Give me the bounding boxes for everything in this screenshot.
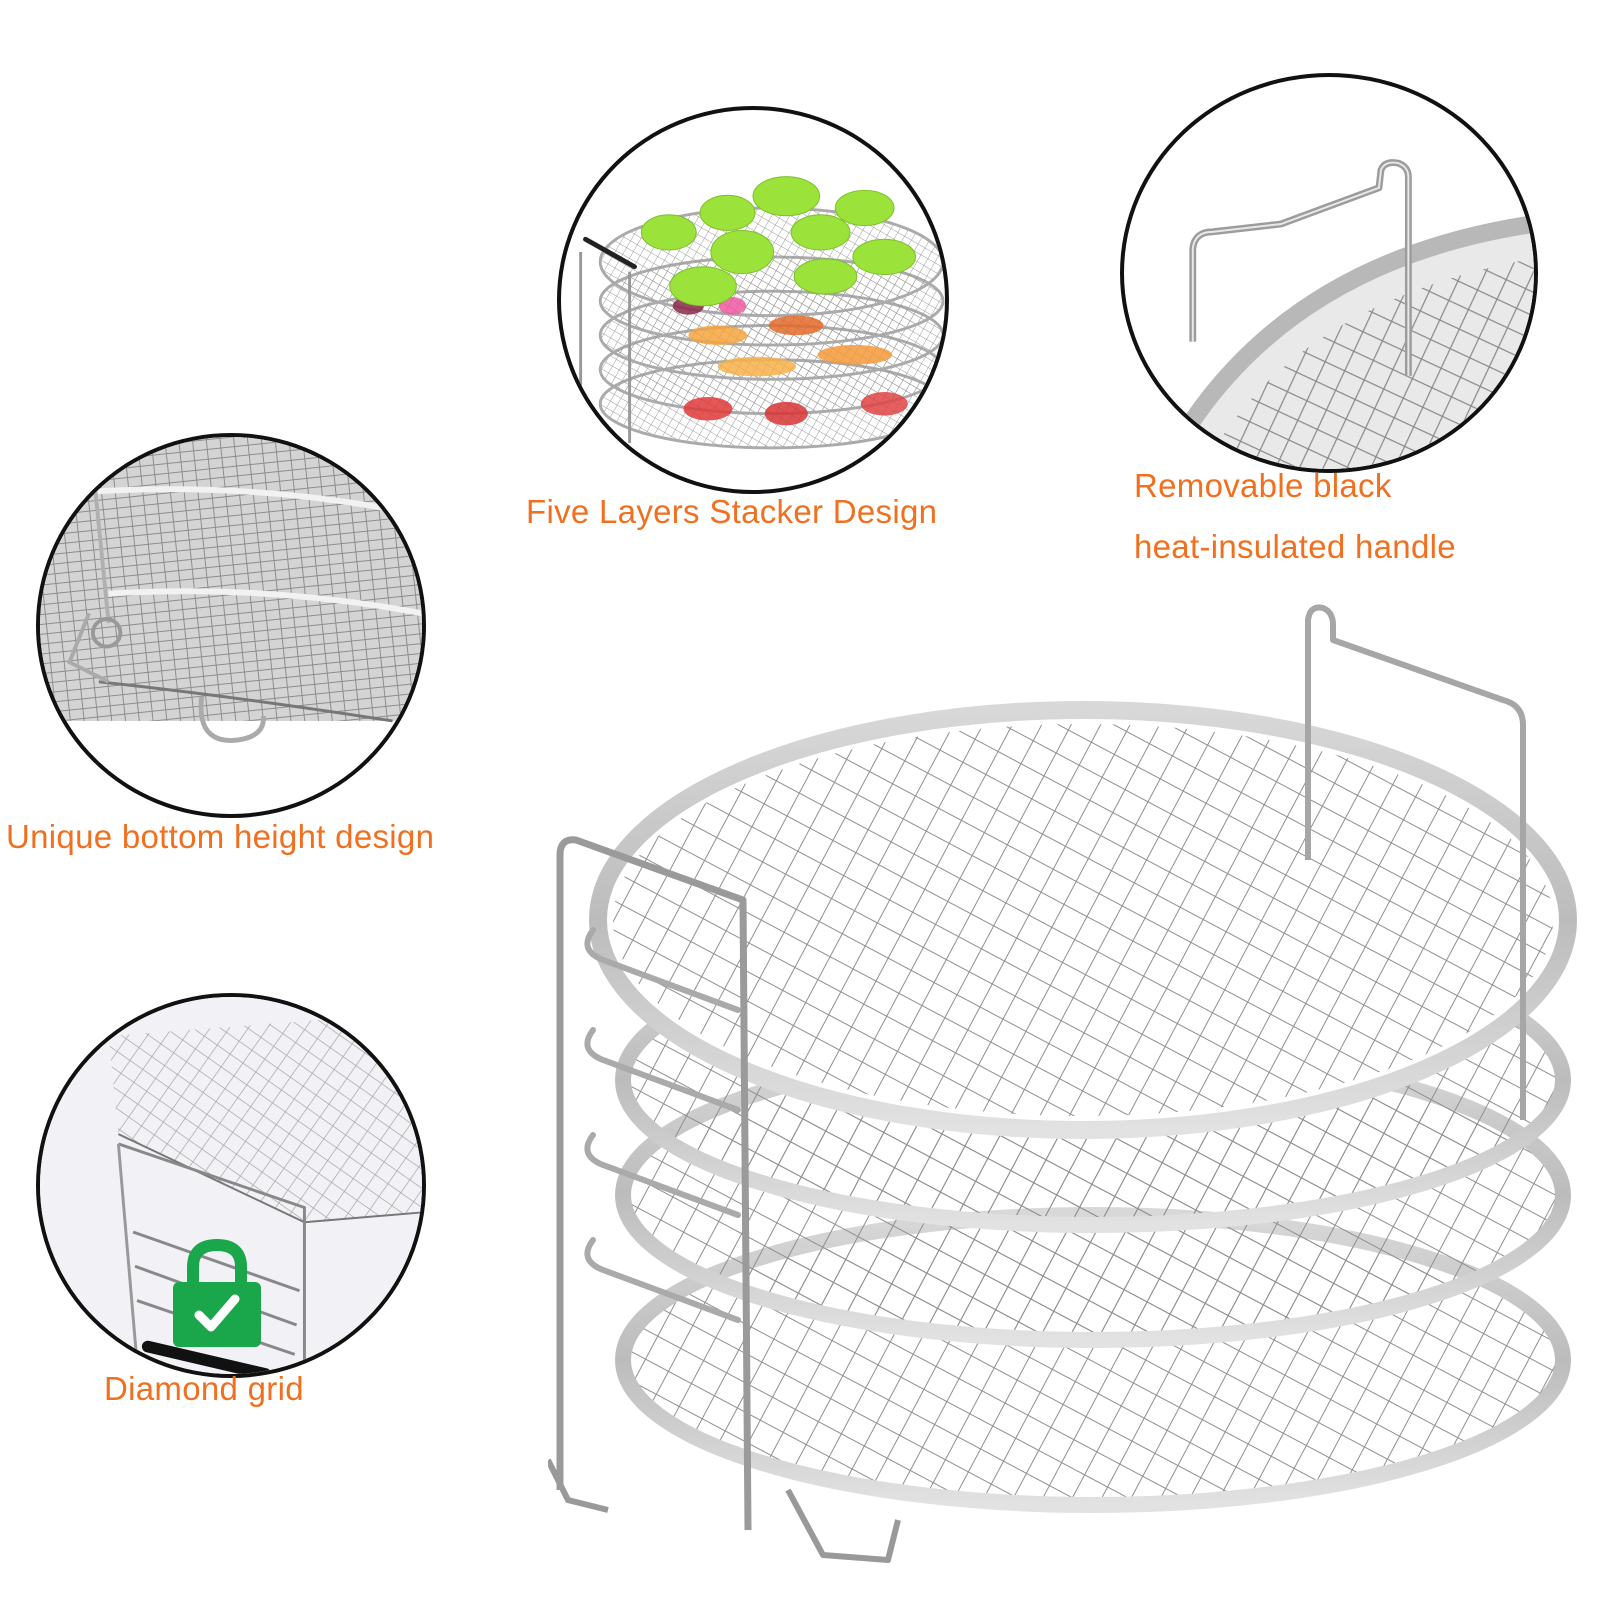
label-diamond-grid: Diamond grid <box>104 1370 304 1407</box>
handle-closeup-image <box>1155 159 1534 469</box>
callout-handle <box>1120 73 1538 473</box>
label-handle-line2: heat-insulated handle <box>1134 528 1456 565</box>
label-bottom-height: Unique bottom height design <box>6 818 435 855</box>
lock-check-icon <box>173 1237 261 1347</box>
stacked-racks-with-fruit-image <box>579 176 945 450</box>
stacked-dehydrator-racks <box>545 604 1577 1563</box>
diamond-grid-closeup-image <box>40 997 422 1374</box>
callout-diamond-grid <box>36 993 426 1378</box>
callout-bottom-height <box>36 433 426 818</box>
main-product-image <box>545 600 1578 1600</box>
rack-bottom-closeup-image <box>40 437 422 744</box>
label-handle-line1: Removable black <box>1134 467 1392 504</box>
callout-five-layers <box>557 106 949 494</box>
label-five-layers: Five Layers Stacker Design <box>526 493 938 530</box>
